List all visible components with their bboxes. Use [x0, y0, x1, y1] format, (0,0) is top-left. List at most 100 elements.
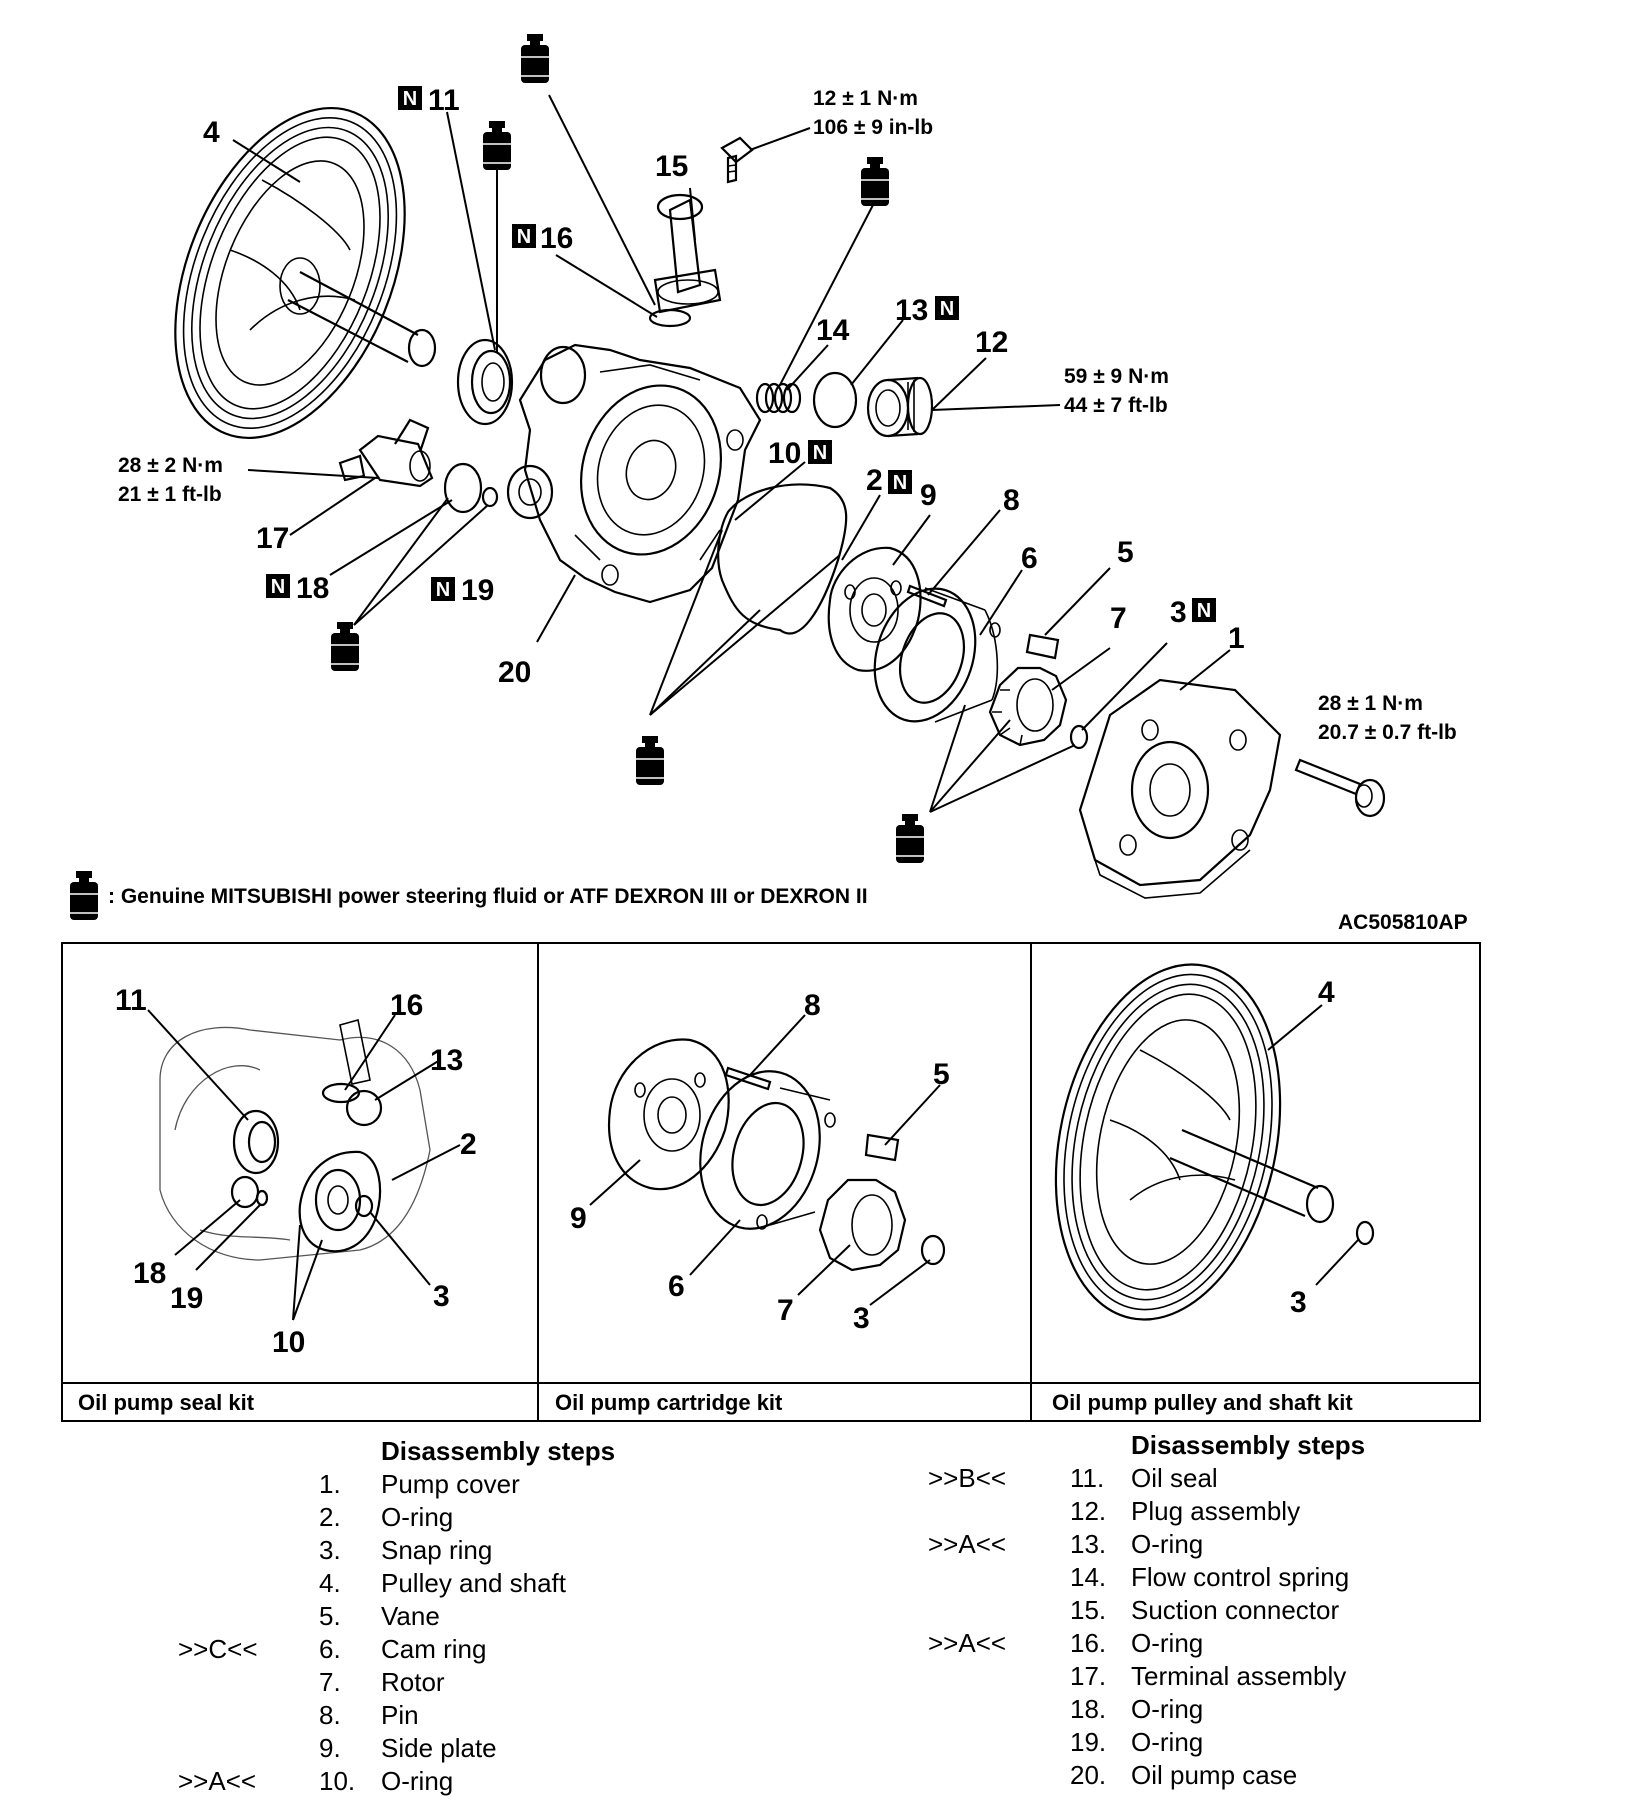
o-ring-16: [648, 308, 692, 328]
step-number: 1.: [319, 1469, 341, 1499]
step-name: O-ring: [1131, 1727, 1203, 1757]
step-reference: >>A<<: [928, 1529, 1006, 1559]
fluid-bottle-icon: [860, 156, 890, 207]
callout-2: 2: [866, 464, 883, 497]
pulley-kit-callout-4: 4: [1318, 976, 1335, 1009]
svg-text:N: N: [271, 576, 285, 598]
callout-7: 7: [1110, 602, 1127, 635]
disassembly-steps-right: Disassembly steps >>B<<11.Oil seal12.Plu…: [928, 1430, 1365, 1790]
cartridge-kit-title: Oil pump cartridge kit: [555, 1390, 783, 1415]
step-row: >>A<<13.O-ring: [928, 1529, 1203, 1559]
step-row: 4.Pulley and shaft: [319, 1568, 567, 1598]
step-row: 18.O-ring: [1070, 1694, 1203, 1724]
seal-kit-callout-19: 19: [170, 1282, 203, 1315]
step-reference: >>A<<: [178, 1766, 256, 1796]
new-part-mark-icon: N N N N N N N N: [266, 86, 1216, 622]
fluid-bottle-icon: [635, 735, 665, 786]
fluid-bottle-icon: [520, 33, 550, 84]
step-number: 7.: [319, 1667, 341, 1697]
step-row: 20.Oil pump case: [1070, 1760, 1297, 1790]
step-number: 2.: [319, 1502, 341, 1532]
step-row: >>C<<6.Cam ring: [178, 1634, 486, 1664]
svg-text:N: N: [403, 88, 417, 110]
step-row: 7.Rotor: [319, 1667, 445, 1697]
disassembly-steps-left: Disassembly steps 1.Pump cover2.O-ring3.…: [178, 1436, 615, 1796]
fluid-bottle-icon: [895, 813, 925, 864]
step-number: 18.: [1070, 1694, 1106, 1724]
step-row: 1.Pump cover: [319, 1469, 520, 1499]
rotor: [988, 666, 1068, 747]
pump-cover-bolt: [1294, 758, 1386, 818]
torque-1-imperial: 20.7 ± 0.7 ft-lb: [1318, 721, 1457, 744]
o-ring-13: [812, 371, 858, 429]
step-number: 11.: [1070, 1463, 1104, 1493]
step-number: 8.: [319, 1700, 341, 1730]
seal-kit-callout-16: 16: [390, 989, 423, 1022]
callout-20: 20: [498, 656, 531, 689]
step-name: Side plate: [381, 1733, 497, 1763]
seal-kit-callout-10: 10: [272, 1326, 305, 1359]
kit-table: [61, 942, 1481, 1422]
step-row: >>A<< 16. O-ring: [928, 1628, 1203, 1658]
svg-text:N: N: [940, 298, 954, 320]
vane: [1025, 633, 1060, 660]
step-row: 2.O-ring: [319, 1502, 453, 1532]
torque-1-metric: 28 ± 1 N·m: [1318, 692, 1423, 715]
cartridge-kit-callout-8: 8: [804, 989, 821, 1022]
callout-1: 1: [1228, 622, 1245, 655]
step-reference: >>B<<: [928, 1463, 1006, 1493]
step-row: 9.Side plate: [319, 1733, 497, 1763]
callout-12: 12: [975, 326, 1008, 359]
step-number: 15.: [1070, 1595, 1106, 1625]
step-name: Suction connector: [1131, 1595, 1339, 1625]
figure-code: AC505810AP: [1338, 911, 1468, 934]
step-row: >>B<<11.Oil seal: [928, 1463, 1218, 1493]
step-number: 5.: [319, 1601, 341, 1631]
step-number: 16.: [1070, 1628, 1106, 1658]
step-number: 13.: [1070, 1529, 1106, 1559]
svg-text:N: N: [436, 579, 450, 601]
step-reference: >>A<<: [928, 1628, 1006, 1658]
callout-16: 16: [540, 222, 573, 255]
seal-kit-title: Oil pump seal kit: [78, 1390, 255, 1415]
svg-text:N: N: [813, 442, 827, 464]
callout-4: 4: [203, 116, 220, 149]
callout-10: 10: [768, 437, 801, 470]
step-name: Flow control spring: [1131, 1562, 1349, 1592]
step-number: 14.: [1070, 1562, 1106, 1592]
step-number: 3.: [319, 1535, 341, 1565]
step-number: 10.: [319, 1766, 355, 1796]
pulley-kit-callout-3: 3: [1290, 1286, 1307, 1319]
step-number: 20.: [1070, 1760, 1106, 1790]
step-name: Pin: [381, 1700, 419, 1730]
step-row: 14. Flow control spring: [1070, 1562, 1349, 1592]
fluid-bottle-icon: [330, 621, 360, 672]
pulley-kit-title: Oil pump pulley and shaft kit: [1052, 1390, 1353, 1415]
step-name: O-ring: [1131, 1628, 1203, 1658]
callout-17: 17: [256, 522, 289, 555]
suction-connector: [653, 193, 722, 314]
plug-assembly: [866, 376, 934, 438]
pulley-kit-panel: 4 3: [1054, 963, 1375, 1321]
torque-17-imperial: 21 ± 1 ft-lb: [118, 483, 222, 506]
torque-15-metric: 12 ± 1 N·m: [813, 87, 918, 110]
seal-kit-callout-18: 18: [133, 1257, 166, 1290]
step-row: 3.Snap ring: [319, 1535, 492, 1565]
step-number: 12.: [1070, 1496, 1106, 1526]
step-number: 19.: [1070, 1727, 1106, 1757]
step-name: Pulley and shaft: [381, 1568, 567, 1598]
torque-12-imperial: 44 ± 7 ft-lb: [1064, 394, 1168, 417]
cartridge-kit-callout-9: 9: [570, 1202, 587, 1235]
cartridge-kit-callout-5: 5: [933, 1058, 950, 1091]
snap-ring: [1069, 724, 1089, 750]
cartridge-kit-callout-7: 7: [777, 1294, 794, 1327]
terminal-assembly: [338, 418, 434, 488]
seal-kit-panel: 11 16 13 2 18 19 3 10: [115, 984, 477, 1359]
callout-13: 13: [895, 294, 928, 327]
callout-18: 18: [296, 572, 329, 605]
pin: [906, 584, 948, 608]
pulley-and-shaft: [174, 107, 437, 439]
step-number: 17.: [1070, 1661, 1106, 1691]
